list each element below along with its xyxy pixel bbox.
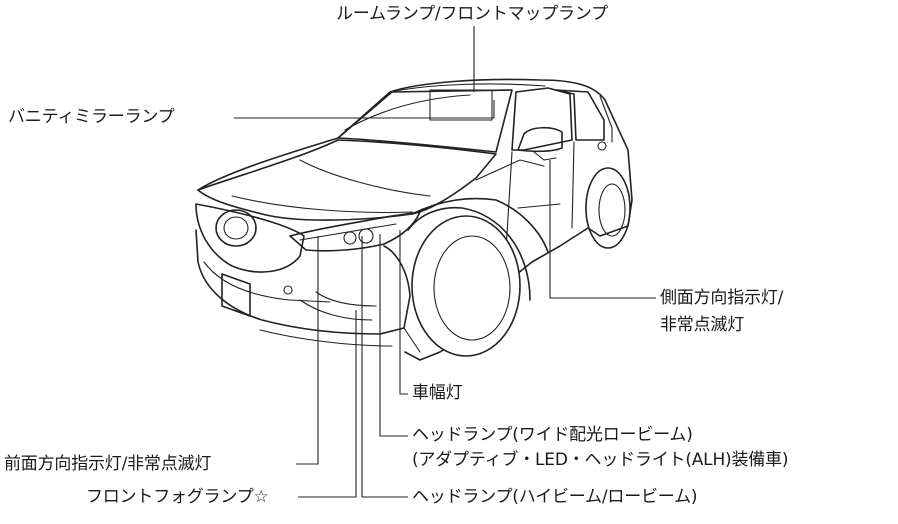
- emblem: [215, 209, 257, 247]
- license-plate: [221, 273, 251, 317]
- hood: [197, 139, 497, 221]
- label-side-turn-signal-2: 非常点滅灯: [660, 315, 744, 335]
- leader-width-lamp: [399, 230, 408, 395]
- label-vehicle-width-lamp: 車幅灯: [412, 383, 463, 403]
- label-front-fog-lamp: フロントフォグランプ☆: [86, 487, 269, 507]
- label-headlamp-wide-1: ヘッドランプ(ワイド配光ロービーム): [412, 425, 693, 445]
- front-bumper: [195, 229, 411, 335]
- front-grille: [195, 203, 305, 273]
- room-lamp-area: [429, 89, 493, 121]
- leader-headlamp-wide: [379, 234, 408, 437]
- label-headlamp-high-low: ヘッドランプ(ハイビーム/ロービーム): [412, 487, 698, 507]
- leader-front-turn: [296, 236, 319, 465]
- leader-fog-lamp: [298, 310, 357, 498]
- label-vanity-mirror-lamp: バニティミラーランプ: [8, 107, 175, 127]
- leader-headlamp-hilo: [361, 236, 408, 498]
- label-room-map-lamp: ルームランプ/フロントマップランプ: [336, 4, 608, 24]
- windshield: [337, 89, 513, 153]
- headlamp: [289, 211, 421, 252]
- side-mirror: [517, 126, 563, 153]
- label-front-turn-signal: 前面方向指示灯/非常点滅灯: [4, 454, 212, 474]
- rear-wheel: [585, 167, 631, 249]
- car-body-outline: [197, 78, 633, 361]
- label-headlamp-wide-2: (アダプティブ・LED・ヘッドライト(ALH)装備車): [412, 450, 789, 470]
- front-wheel: [411, 215, 521, 357]
- leader-vanity-lamp: [234, 100, 495, 119]
- label-side-turn-signal-1: 側面方向指示灯/: [660, 288, 784, 308]
- leader-side-turn: [549, 160, 656, 299]
